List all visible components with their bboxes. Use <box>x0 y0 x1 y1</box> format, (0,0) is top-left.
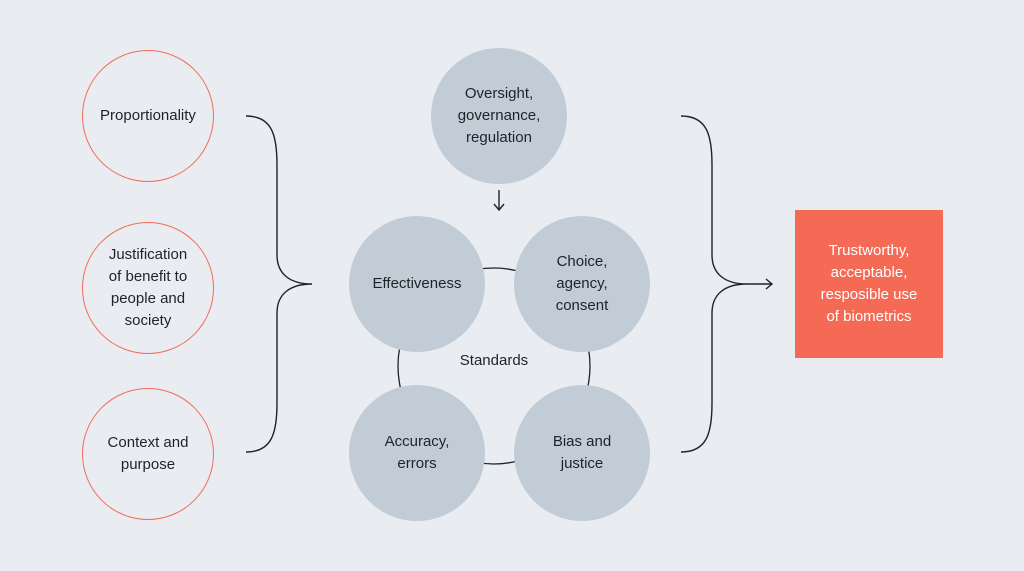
oversight-label: Oversight, governance, regulation <box>457 85 541 146</box>
standard-effectiveness: Effectiveness <box>349 216 485 352</box>
input-label: Proportionality <box>100 107 196 124</box>
left-brace <box>245 115 313 453</box>
oversight-circle: Oversight, governance, regulation <box>431 48 567 184</box>
standard-accuracy-errors: Accuracy, errors <box>349 385 485 521</box>
input-label: Justification of benefit to people and s… <box>108 246 188 329</box>
standards-label: Standards <box>459 352 529 369</box>
standard-bias-justice: Bias and justice <box>514 385 650 521</box>
input-proportionality: Proportionality <box>82 50 214 182</box>
standard-label: Effectiveness <box>372 275 462 292</box>
standard-choice-agency-consent: Choice, agency, consent <box>514 216 650 352</box>
arrow-right-head <box>765 278 774 290</box>
outcome-box: Trustworthy, acceptable, resposible use … <box>795 210 943 358</box>
standard-label: Accuracy, errors <box>384 433 450 472</box>
right-brace <box>680 115 748 453</box>
arrow-down-head <box>493 203 505 212</box>
input-justification: Justification of benefit to people and s… <box>82 222 214 354</box>
input-context-purpose: Context and purpose <box>82 388 214 520</box>
standard-label: Choice, agency, consent <box>555 253 609 314</box>
standard-label: Bias and justice <box>552 433 612 472</box>
standards-ring <box>397 267 591 465</box>
input-label: Context and purpose <box>107 434 189 473</box>
outcome-label: Trustworthy, acceptable, resposible use … <box>820 242 918 325</box>
